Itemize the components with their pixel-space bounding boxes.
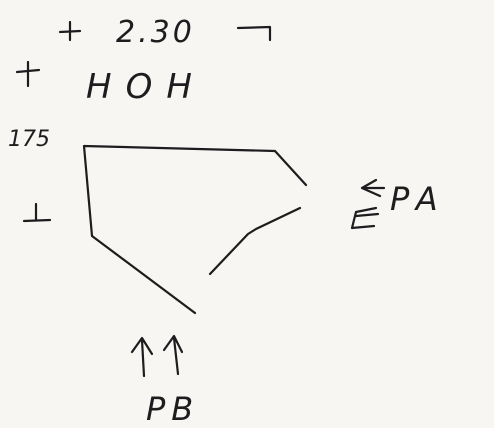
cross-mark [15,60,41,88]
view-a-label: PA [390,180,446,218]
view-arrow-a [350,178,386,230]
vertical-marker [22,202,52,223]
plan-outline-lower [208,206,302,276]
view-arrow-b [130,334,184,378]
arrow-a-upper [360,178,386,198]
dimension-right-tick [236,25,272,42]
dimension-label: 2.30 [116,15,195,50]
elevation-label: 175 [8,127,50,152]
section-label: HOH [86,67,206,107]
plan-outline [82,144,308,315]
arrow-a-lower [350,206,380,230]
view-b-label: PB [146,390,199,428]
dimension-line [58,20,272,42]
arrow-b-right [162,334,184,376]
arrow-b-left [130,336,154,378]
